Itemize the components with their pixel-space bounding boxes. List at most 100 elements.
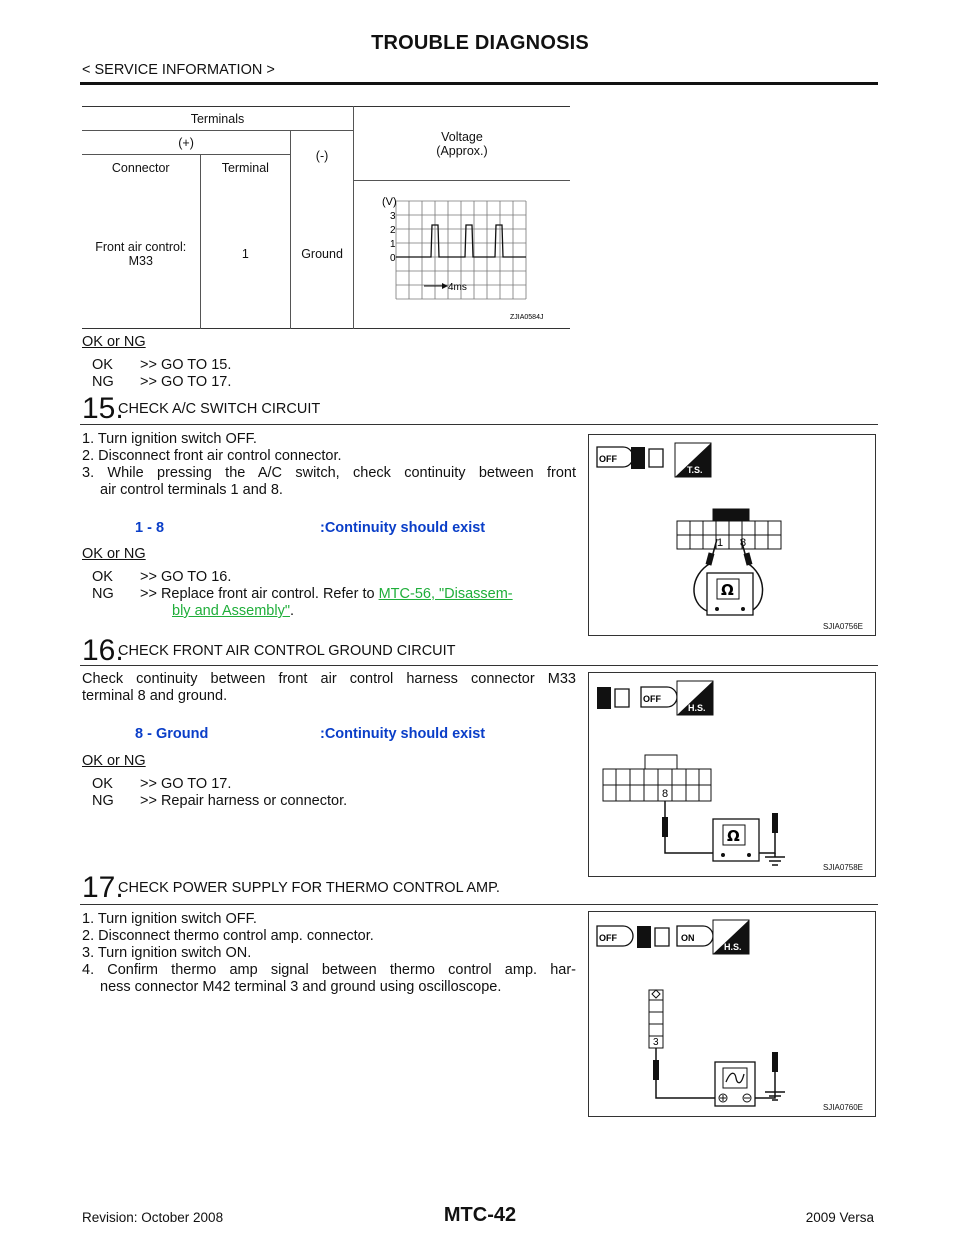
ground-diagram: OFF H.S. 8 Ω	[597, 680, 785, 866]
svg-text:OFF: OFF	[599, 454, 617, 464]
oscilloscope-diagram: OFF ON H.S. 3	[596, 919, 785, 1107]
instruction-1: 1. Turn ignition switch OFF.	[82, 431, 257, 447]
connector-cell: Front air control: M33	[82, 181, 200, 329]
figure-id: SJIA0756E	[822, 622, 863, 631]
voltage-label: Voltage	[441, 129, 483, 144]
instruction-text-cont: terminal 8 and ground.	[82, 688, 228, 704]
connector-disconnect-icon	[597, 687, 630, 709]
minus-cell: Ground	[290, 180, 354, 329]
ok-ng-label: OK or NG	[82, 334, 146, 350]
spec-terminals: 8 - Ground	[135, 726, 209, 742]
pin-8-label: 8	[662, 788, 668, 800]
ok-action: >> GO TO 15.	[140, 357, 232, 373]
header-rule	[80, 82, 878, 85]
step-title: CHECK POWER SUPPLY FOR THERMO CONTROL AM…	[118, 880, 500, 896]
ohmmeter-icon: Ω	[706, 572, 754, 616]
svg-text:OFF: OFF	[599, 933, 617, 943]
svg-text:T.S.: T.S.	[687, 465, 703, 475]
ok-ng-label: OK or NG	[82, 546, 146, 562]
ok-action: >> GO TO 16.	[140, 569, 232, 585]
revision-date: Revision: October 2008	[82, 1210, 224, 1225]
ignition-off-icon: OFF	[596, 446, 634, 468]
step-number: 16.	[82, 634, 124, 667]
section-label: < SERVICE INFORMATION >	[82, 62, 275, 78]
connector-col-header: Connector	[111, 160, 170, 175]
ng-action-end: .	[289, 603, 295, 619]
voltage-approx-label: (Approx.)	[436, 143, 488, 158]
instruction-2: 2. Disconnect front air control connecto…	[82, 448, 342, 464]
ground-check-figure: OFF H.S. 8 Ω	[588, 672, 876, 877]
terminal-cell: 1	[199, 180, 291, 329]
instruction-4-cont: ness connector M42 terminal 3 and ground…	[100, 979, 502, 995]
spec-condition: :Continuity should exist	[320, 726, 486, 742]
y-tick-2: 2	[390, 225, 396, 236]
tester-icon: H.S.	[676, 680, 714, 716]
connector-pinout	[676, 508, 782, 550]
step-number: 17.	[82, 871, 124, 904]
svg-text:H.S.: H.S.	[724, 942, 742, 952]
ng-action: >> Replace front air control. Refer to M…	[140, 586, 513, 602]
pin-3-label: 3	[653, 1037, 659, 1048]
svg-text:ON: ON	[681, 933, 695, 943]
ignition-off-icon: OFF	[596, 925, 634, 947]
svg-text:Ω: Ω	[721, 581, 734, 599]
ohmmeter-icon: Ω	[712, 818, 760, 862]
minus-header: (-)	[290, 130, 354, 181]
ng-code: NG	[92, 793, 114, 809]
connector-code: M33	[128, 254, 153, 269]
ground-icon	[765, 1091, 785, 1101]
connector-disconnect-icon	[631, 447, 664, 469]
step-rule	[80, 904, 878, 905]
ng-action-text: >> Replace front air control. Refer to	[140, 586, 375, 602]
terminals-header: Terminals	[82, 106, 354, 131]
ng-action: >> GO TO 17.	[140, 374, 232, 390]
page-number: MTC-42	[443, 1204, 517, 1226]
step-rule	[80, 424, 878, 425]
reference-link[interactable]: MTC-56, "Disassem-	[378, 586, 513, 602]
waveform-cell: (V) 3 2 1 0 4ms ZJIA0584J	[352, 180, 570, 329]
terminal-col-header: Terminal	[199, 154, 291, 181]
ng-action: >> Repair harness or connector.	[140, 793, 348, 809]
continuity-diagram: OFF T.S. 1 8	[596, 442, 782, 616]
time-scale-label: 4ms	[448, 282, 467, 293]
ok-ng-label: OK or NG	[82, 753, 146, 769]
connector-name: Front air control:	[95, 240, 187, 255]
spec-condition: :Continuity should exist	[320, 520, 486, 536]
svg-text:H.S.: H.S.	[688, 703, 706, 713]
ignition-on-icon: ON	[676, 925, 714, 947]
pin-8-label: 8	[740, 537, 746, 549]
spec-terminals: 1 - 8	[135, 520, 165, 536]
ground-icon	[765, 853, 785, 866]
step-title: CHECK FRONT AIR CONTROL GROUND CIRCUIT	[118, 643, 456, 659]
waveform-trace	[395, 224, 526, 258]
ok-code: OK	[92, 569, 113, 585]
ng-action-cont: bly and Assembly".	[172, 603, 294, 619]
figure-id: SJIA0758E	[822, 863, 863, 872]
page-title: TROUBLE DIAGNOSIS	[371, 32, 589, 54]
ignition-off-icon: OFF	[640, 686, 678, 708]
ok-code: OK	[92, 776, 113, 792]
plus-header: (+)	[82, 130, 291, 155]
voltage-header: Voltage (Approx.)	[352, 106, 570, 181]
svg-text:Ω: Ω	[727, 827, 740, 845]
instruction-2: 2. Disconnect thermo control amp. connec…	[82, 928, 374, 944]
y-tick-3: 3	[390, 211, 396, 222]
connector-disconnect-icon	[637, 926, 670, 948]
instruction-3: 3. While pressing the A/C switch, check …	[82, 465, 576, 481]
ng-code: NG	[92, 374, 114, 390]
waveform-figure-id: ZJIA0584J	[510, 314, 543, 321]
pin-1-label: 1	[717, 537, 723, 549]
y-tick-0: 0	[390, 253, 396, 264]
oscilloscope-icon	[714, 1061, 756, 1107]
reference-link-cont[interactable]: bly and Assembly"	[172, 603, 290, 619]
ng-code: NG	[92, 586, 114, 602]
tester-icon: T.S.	[674, 442, 712, 478]
model-year: 2009 Versa	[805, 1210, 874, 1225]
instruction-3: 3. Turn ignition switch ON.	[82, 945, 252, 961]
y-tick-1: 1	[390, 239, 396, 250]
step-title: CHECK A/C SWITCH CIRCUIT	[118, 401, 321, 417]
instruction-1: 1. Turn ignition switch OFF.	[82, 911, 257, 927]
ok-action: >> GO TO 17.	[140, 776, 232, 792]
tester-icon: H.S.	[712, 919, 750, 955]
figure-id: SJIA0760E	[822, 1103, 863, 1112]
